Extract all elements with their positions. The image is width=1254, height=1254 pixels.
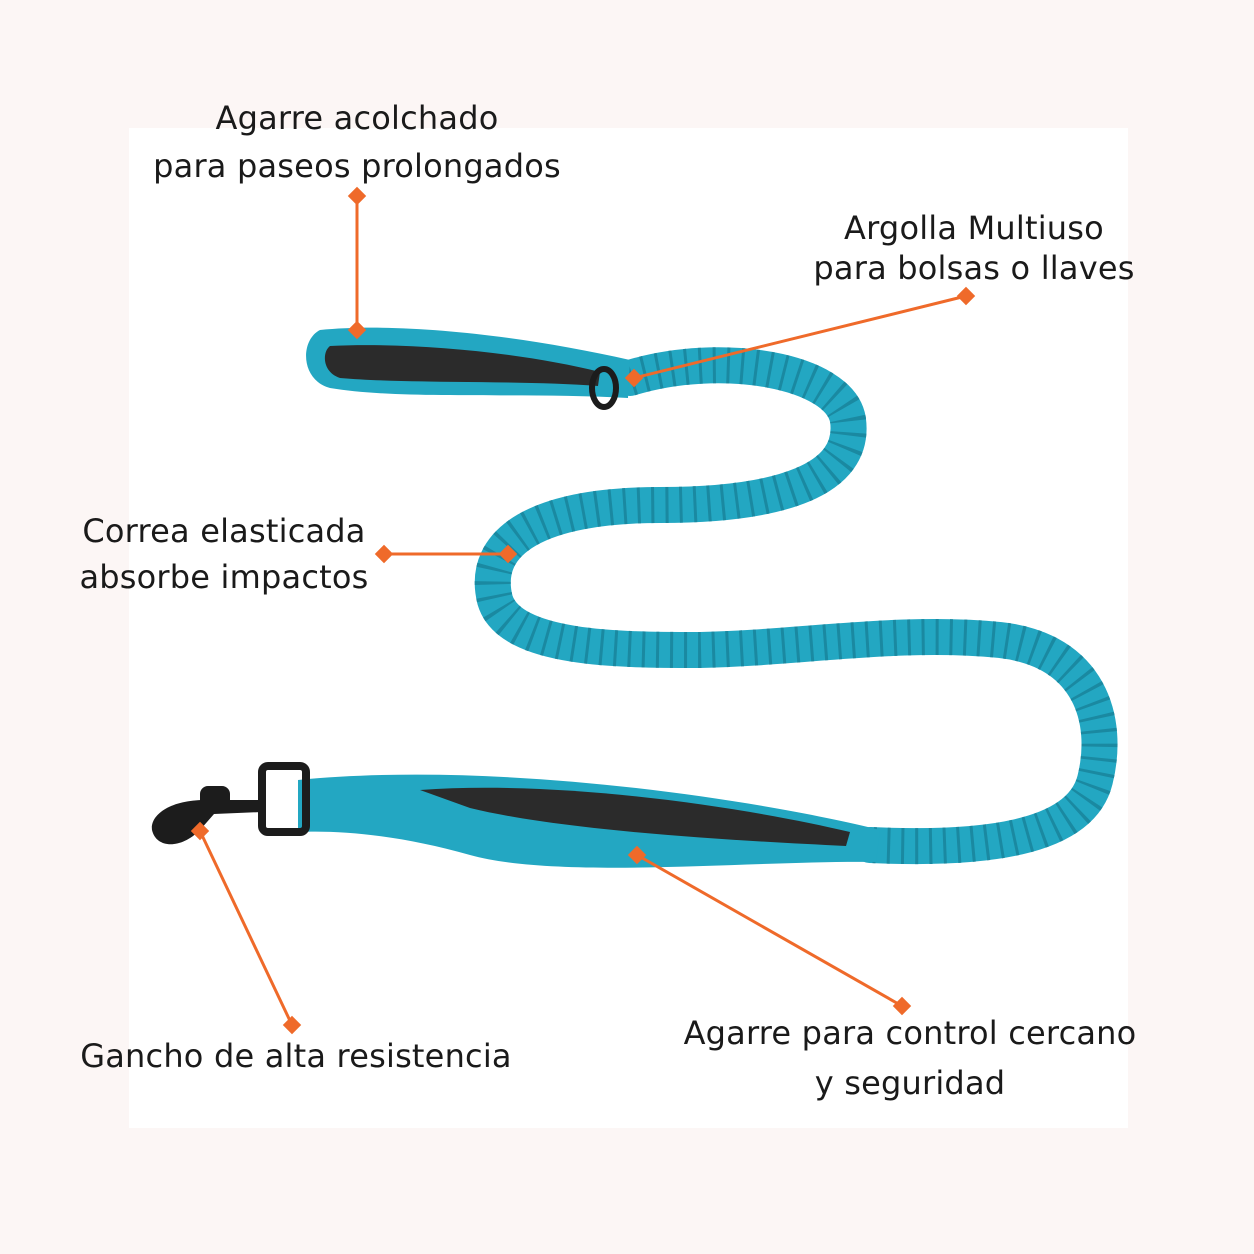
callout-line: Agarre acolchado — [215, 99, 499, 137]
elastic-bungee — [474, 347, 1118, 865]
d-ring — [589, 366, 619, 410]
callout-multi-ring: Argolla Multiuso para bolsas o llaves — [804, 208, 1144, 288]
callout-line: Argolla Multiuso — [844, 209, 1104, 247]
callout-padded-handle: Agarre acolchado para paseos prolongados — [140, 94, 574, 190]
callout-line: y seguridad — [814, 1064, 1006, 1102]
callout-control-grip: Agarre para control cercano y seguridad — [668, 1008, 1152, 1108]
padded-handle — [306, 327, 630, 398]
callout-pointers — [190, 186, 976, 1035]
callout-hook: Gancho de alta resistencia — [66, 1032, 526, 1080]
control-grip — [298, 774, 880, 868]
callout-line: Agarre para control cercano — [683, 1014, 1137, 1052]
callout-line: Correa elasticada — [82, 512, 366, 550]
callout-elastic-strap: Correa elasticada absorbe impactos — [66, 508, 382, 600]
snap-hook-icon — [151, 762, 310, 845]
callout-line: para bolsas o llaves — [813, 249, 1135, 287]
callout-line: para paseos prolongados — [153, 147, 561, 185]
callout-line: absorbe impactos — [79, 558, 369, 596]
callout-line: Gancho de alta resistencia — [80, 1037, 512, 1075]
